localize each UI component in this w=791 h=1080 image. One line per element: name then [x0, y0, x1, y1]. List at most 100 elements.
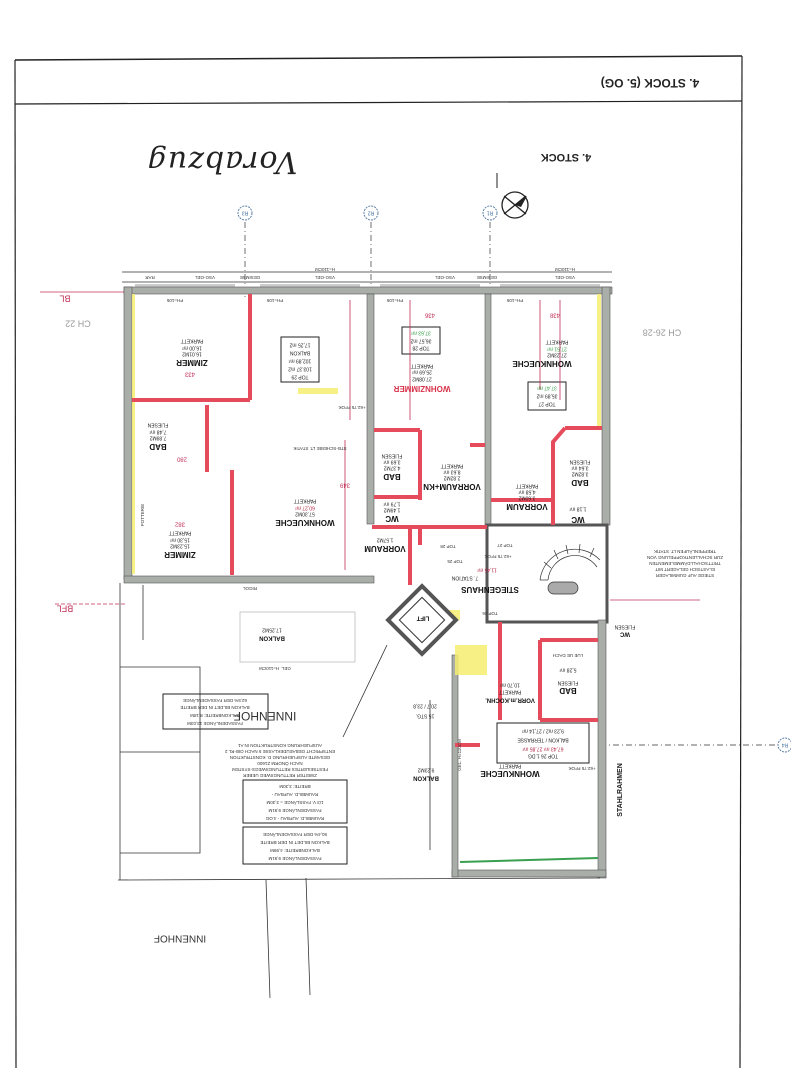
window-label: GESIMSE: [240, 275, 261, 280]
window-label: GESIMSE: [477, 275, 498, 280]
plan-label: 7,48 m²: [149, 429, 166, 435]
plan-label: VORRAUM+KN: [423, 482, 481, 491]
grid-label-r4: R4: [782, 742, 789, 748]
room-vorr-kochn: VORR.m.KOCHN. PARKETT 10,70 m²: [485, 682, 535, 703]
plan-label: 35,89 m2: [536, 393, 557, 399]
plan-label: 10,70 m²: [500, 682, 520, 688]
plan-label: PARKETT: [294, 498, 317, 504]
plan-label: 1.49M2: [383, 507, 400, 513]
stahlrahmen-label: STAHLRAHMEN: [617, 763, 624, 817]
plan-label: LUE UE DACH: [553, 653, 583, 658]
plan-label: FLIESEN: [614, 624, 635, 630]
window-label: VSG-GEL: [435, 275, 456, 280]
plan-label: STIEGENHAUS: [460, 585, 518, 594]
plan-label: 60,27 m²: [295, 505, 315, 511]
plan-label: 1,18 m²: [569, 506, 586, 512]
plan-label: GESAMTE AUSFUEHRUNG D. KONSTRUKTION: [230, 755, 331, 760]
room-bad-3: BAD 3.82M2 3,64 m² FLIESEN: [569, 459, 590, 487]
room-balkon: BALKON 17.25M2: [259, 627, 285, 641]
note-rettungsweg: ZWEITER RETTUNGSWEG UEBER FESTSEILERTES …: [224, 743, 335, 778]
plan-label: 102,89 m²: [288, 358, 311, 364]
plan-label: 50,4% DER FASSADENLÄNGE: [263, 832, 327, 838]
window-label: H=110CM: [315, 267, 335, 272]
plan-label: PARKETT: [411, 363, 434, 369]
note-fassade-2: FASSADENLÄNGE 9,91M BALKONBREITE: 4,99M …: [260, 832, 329, 862]
plan-label: ZIMMER: [176, 358, 208, 367]
plan-label: 37,63 m²: [411, 330, 431, 336]
room-bad-4: BAD FLIESEN 5,28 m² LUE UE DACH: [553, 653, 583, 695]
plan-label: 27.23M2: [547, 352, 567, 358]
sheet-frame: [14, 55, 743, 1069]
window-label: H=110CM: [555, 267, 575, 272]
plan-label: 3,64 m²: [571, 465, 588, 471]
plan-label: PARKETT: [169, 530, 192, 536]
facade-window-strip: [122, 271, 612, 287]
plan-label: 4,58 m²: [518, 489, 535, 495]
plan-label: BALKONBREITE: 4,99M: [270, 848, 320, 853]
unit-top27: TOP 27 35,89 m2 37,47 m²: [536, 385, 557, 407]
plan-label: TRITTSCHALLDÄMMELEMENTEN: [649, 561, 721, 567]
plan-label: 27,51 m²: [547, 346, 567, 352]
plan-label: 37,47 m²: [537, 385, 557, 391]
plan-label: BALKON BILDET IN DER BREITE: [180, 705, 249, 710]
plan-label: VORRAUM: [364, 544, 406, 553]
innenhof-label: INNENHOF: [234, 709, 297, 723]
plan-label: BALKON: [413, 774, 439, 780]
plan-label: NACH ÖNORM Z1600: [257, 761, 303, 767]
plan-label: BALKON: [289, 350, 310, 356]
plan-label: WOHNKUECHE: [512, 359, 572, 368]
room-bad-2: BAD 4.37M2 3,69 m² FLIESEN: [381, 453, 402, 481]
neighbor-left-label: CH 22: [65, 319, 91, 329]
plan-label: TOP 26 1.DG: [528, 753, 558, 759]
plan-label: BALKON BILDET IN DER BREITE: [260, 840, 329, 845]
plan-label: WOHNKUECHE: [480, 769, 540, 778]
building-walls: [123, 286, 613, 879]
plan-label: FLIESEN: [381, 453, 402, 459]
grid-label-r3: R3: [242, 210, 249, 216]
room-stiegenhaus: STIEGENHAUS 7. STATION 11,45 m²: [451, 567, 519, 594]
level-bfl: BFL: [57, 604, 74, 614]
window-label: PH=105: [166, 298, 183, 303]
room-bad-1: BAD 7.89M2 7,48 m² FLIESEN 280: [147, 422, 187, 462]
note-raumbild: RAUMBILD. AUFBAU - 4.OG FASSADENLÄNGE 9,…: [265, 784, 324, 821]
plan-label: 3.82M2: [571, 471, 588, 477]
top-marker: TOP 28: [440, 544, 456, 549]
plan-label: FESTSEILERTES RETTUNGSWEGS-SYSTEM: [232, 767, 328, 772]
structural-note: STB-SCHEIBE LT. STATIK: [293, 446, 346, 451]
room-wc-1: WC 1.49M2 1,79 m²: [383, 501, 400, 523]
stair-steps: 15 STG.: [416, 713, 435, 719]
level-bl: BL: [59, 294, 70, 304]
riegl-label: RIGOL: [243, 586, 258, 591]
plan-label: 349: [339, 481, 350, 487]
room-vorraum-kn: VORRAUM+KN 2.82M2 8,63 m² PARKETT: [423, 463, 481, 491]
note-box-fassade2: [242, 826, 348, 865]
room-wc-2: WC 1,18 m²: [569, 506, 586, 524]
plan-label: 7.89M2: [149, 435, 166, 441]
partition-walls: [132, 294, 602, 747]
plan-label: FLIESEN: [147, 422, 168, 428]
plan-label: WOHNZIMMER: [393, 384, 450, 393]
plan-label: STIEGE AUF GUMMILAGER: [655, 573, 714, 578]
grid-label-r1: R1: [487, 210, 494, 216]
elevator-shaft: [385, 583, 459, 657]
plan-label: ZUR SCHALLENTKOPPELUNG VON: [647, 555, 723, 560]
top-marker: TOP 27: [497, 543, 513, 548]
plan-label: 17,25 m2: [289, 342, 310, 348]
plan-label: FASSADENLÄNGE 9,91M: [268, 808, 321, 814]
plan-label: 25,69 m²: [412, 369, 432, 375]
plan-label: BAD: [571, 478, 589, 487]
unit-top26: TOP 26 1.DG 67,43 m² 27,85 m² BALKON / T…: [517, 728, 569, 759]
plan-label: TOP 28: [412, 345, 429, 351]
note-box-raumbild: [242, 779, 348, 824]
note-stiege: STIEGE AUF GUMMILAGER ELASTISCH GELAGERT…: [647, 549, 723, 578]
neighbor-right-label: CH 26-28: [643, 328, 682, 338]
plan-label: ENTSPRICHT GEBAEUDEKLASSE 5 NACH OIB-RL …: [224, 749, 335, 754]
plan-label: 5,28 m²: [559, 667, 576, 673]
plan-label: PARKETT: [516, 483, 539, 489]
window-label: VSG-GEL: [555, 275, 576, 280]
plan-label: 9.23M2: [417, 767, 434, 773]
railing-label: GEL. H=110CM: [259, 666, 291, 671]
plan-label: 57.30M2: [295, 511, 315, 517]
room-wohnzimmer: WOHNZIMMER 27.08M2 25,69 m² PARKETT 436: [393, 311, 450, 392]
plan-label: 1/3 V. FASSLÄNGE = 3,30M: [266, 800, 323, 806]
